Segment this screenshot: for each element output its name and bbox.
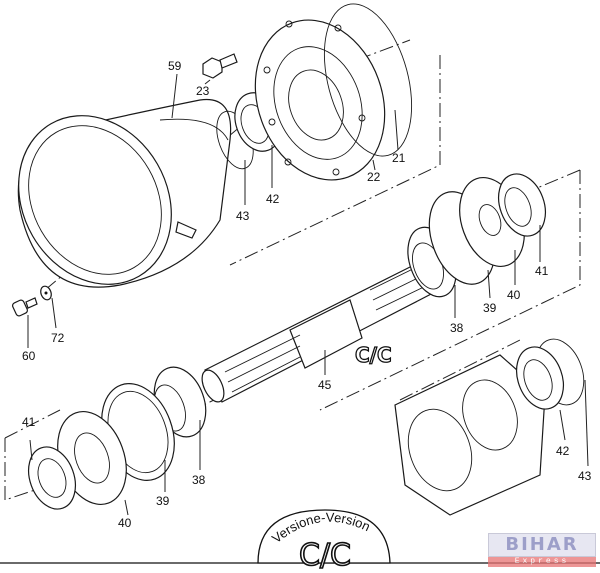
part-23-hex-bolt <box>202 53 238 79</box>
part-41-ball-bearing-lower <box>28 446 76 510</box>
watermark-logo: BIHAR Express <box>488 533 596 569</box>
label-45: 45 <box>318 378 332 392</box>
axis-gearbox <box>399 339 521 401</box>
part-labels: 59 23 22 21 42 43 60 72 38 39 40 41 45 4… <box>22 59 592 530</box>
label-38-lower: 38 <box>192 473 206 487</box>
label-21: 21 <box>392 151 406 165</box>
label-39-upper: 39 <box>483 301 497 315</box>
watermark-title: BIHAR <box>488 533 596 557</box>
label-72: 72 <box>51 331 65 345</box>
label-41-lower: 41 <box>22 415 36 429</box>
part-41-ball-bearing-upper <box>498 173 546 237</box>
label-40-upper: 40 <box>507 288 521 302</box>
label-40-lower: 40 <box>118 516 132 530</box>
part-59-bell-housing <box>17 98 232 288</box>
label-42-upper: 42 <box>266 192 280 206</box>
label-43-upper: 43 <box>236 209 250 223</box>
version-code: C/C <box>299 538 351 573</box>
axis-frame-top <box>229 55 441 266</box>
part-60-screw <box>11 297 38 317</box>
part-72-washer <box>40 285 52 301</box>
part-21-o-ring <box>323 3 413 157</box>
part-45-splined-shaft <box>201 261 436 403</box>
label-41-upper: 41 <box>535 264 549 278</box>
label-38-upper: 38 <box>450 321 464 335</box>
version-badge: Versione-Version C/C <box>257 509 391 573</box>
watermark-subtitle: Express <box>488 557 596 567</box>
label-22: 22 <box>367 170 381 184</box>
axis-frame-right <box>319 170 581 411</box>
label-42-lower: 42 <box>556 444 570 458</box>
leader-lines <box>27 73 589 516</box>
axis-flange <box>289 39 411 86</box>
part-42-oil-seal-lower <box>516 346 564 410</box>
label-43-lower: 43 <box>578 469 592 483</box>
axis-frame-left-top <box>4 409 61 439</box>
shaft-version-marking: C/C <box>355 343 392 367</box>
label-23: 23 <box>196 84 210 98</box>
part-22-flange-housing <box>254 19 386 181</box>
label-60: 60 <box>22 349 36 363</box>
label-39-lower: 39 <box>156 494 170 508</box>
label-59: 59 <box>168 59 182 73</box>
axis-frame-left <box>4 438 36 501</box>
gearbox-housing <box>394 354 546 516</box>
